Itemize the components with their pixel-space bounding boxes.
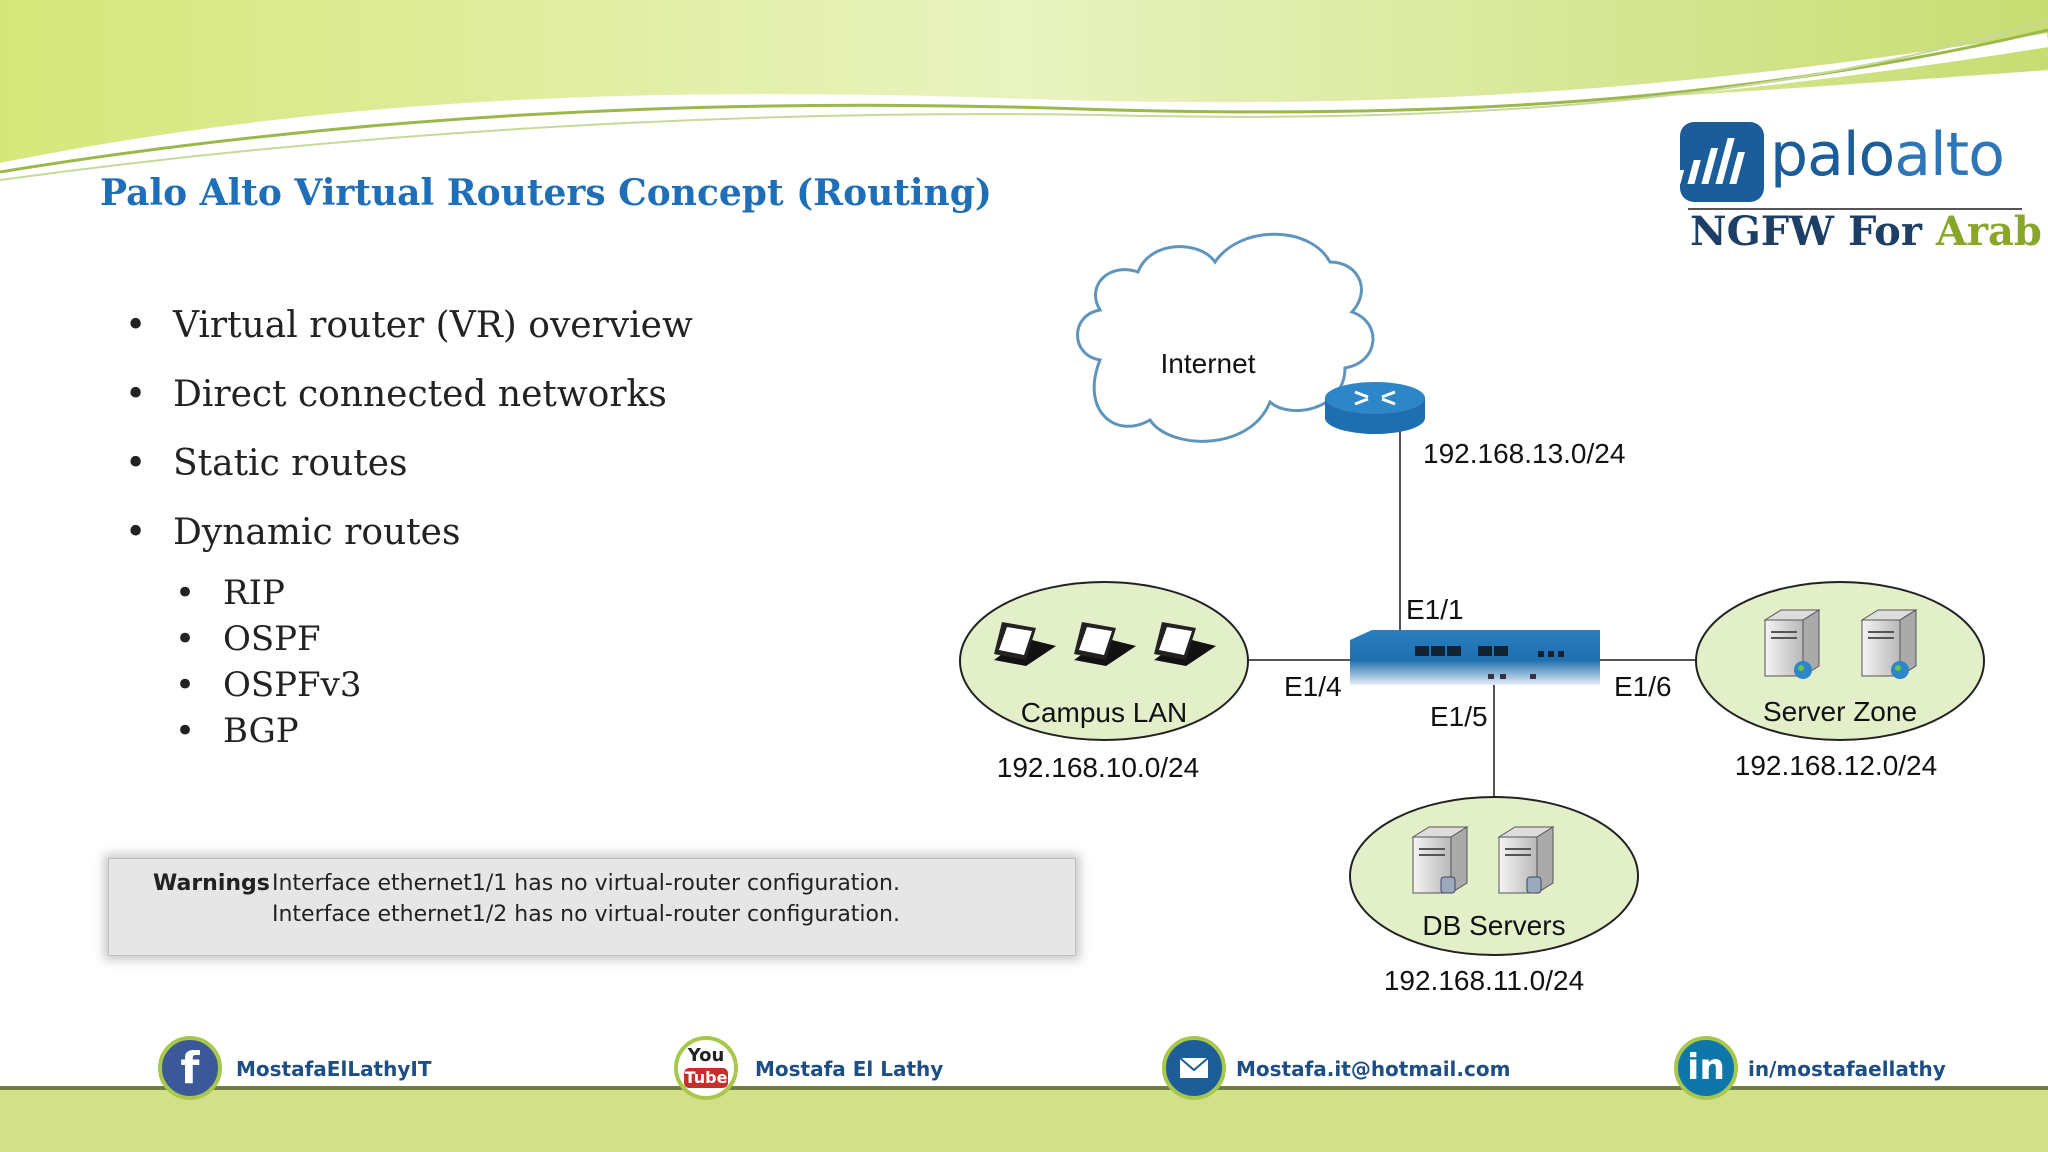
warning-message: Interface ethernet1/2 has no virtual-rou… (272, 902, 900, 927)
firewall-icon (1350, 630, 1600, 685)
sub-bullet-item: RIP (175, 570, 361, 616)
interface-label-e1-4: E1/4 (1284, 671, 1342, 702)
sub-bullet-item: OSPF (175, 616, 361, 662)
bullet-item: Direct connected networks (125, 369, 693, 438)
warning-label: Warnings (153, 871, 270, 896)
network-diagram: Internet 192.168.13.0/24 E1/1 E1/4 E1/5 … (959, 232, 1985, 996)
bullet-item: Virtual router (VR) overview (125, 300, 693, 369)
interface-label-e1-1: E1/1 (1406, 594, 1464, 625)
main-bullet-list: Virtual router (VR) overview Direct conn… (125, 300, 693, 576)
warning-panel: Warnings Interface ethernet1/1 has no vi… (108, 858, 1076, 956)
web-server-icon (1763, 609, 1821, 679)
internet-cloud (1076, 232, 1375, 443)
laptop-icon (1154, 622, 1216, 666)
web-server-icon (1860, 609, 1918, 679)
logo-brand-text: paloalto (1770, 120, 2005, 190)
sub-bullet-item: OSPFv3 (175, 662, 361, 708)
facebook-link[interactable]: MostafaElLathyIT (236, 1057, 432, 1081)
header-swoosh (0, 0, 2048, 181)
linkedin-link[interactable]: in/mostafaellathy (1748, 1057, 1946, 1081)
router-icon (1325, 382, 1425, 434)
db-servers-label: DB Servers (1422, 910, 1565, 941)
database-server-icon (1411, 826, 1469, 894)
email-link[interactable]: Mostafa.it@hotmail.com (1236, 1057, 1511, 1081)
database-server-icon (1497, 826, 1555, 894)
email-icon[interactable] (1162, 1036, 1226, 1100)
interface-label-e1-5: E1/5 (1430, 701, 1488, 732)
interface-label-e1-6: E1/6 (1614, 671, 1672, 702)
warning-message: Interface ethernet1/1 has no virtual-rou… (272, 871, 900, 896)
sub-bullet-list: RIP OSPF OSPFv3 BGP (175, 570, 361, 754)
youtube-link[interactable]: Mostafa El Lathy (755, 1057, 944, 1081)
campus-subnet-label: 192.168.10.0/24 (997, 752, 1199, 783)
wan-subnet-label: 192.168.13.0/24 (1423, 438, 1625, 469)
logo-divider (1688, 208, 2022, 210)
youtube-icon[interactable]: You Tube (674, 1036, 738, 1100)
laptop-icon (1074, 622, 1136, 666)
facebook-icon[interactable]: f (158, 1036, 222, 1100)
bullet-item: Dynamic routes (125, 507, 693, 576)
slide-title: Palo Alto Virtual Routers Concept (Routi… (100, 172, 992, 214)
linkedin-icon[interactable]: in (1674, 1036, 1738, 1100)
laptop-icon (994, 622, 1056, 666)
server-subnet-label: 192.168.12.0/24 (1735, 750, 1937, 781)
sub-bullet-item: BGP (175, 708, 361, 754)
bullet-item: Static routes (125, 438, 693, 507)
paloalto-logo-icon (1680, 122, 1764, 202)
db-subnet-label: 192.168.11.0/24 (1384, 965, 1584, 996)
youtube-icon-text-you: You (687, 1045, 725, 1066)
logo-subtitle: NGFW For Arab (1690, 208, 2042, 255)
youtube-icon-text-tube: Tube (684, 1068, 728, 1088)
internet-label: Internet (1161, 348, 1256, 379)
envelope-icon (1179, 1057, 1209, 1078)
server-zone-label: Server Zone (1763, 696, 1917, 727)
campus-lan-label: Campus LAN (1021, 697, 1188, 728)
